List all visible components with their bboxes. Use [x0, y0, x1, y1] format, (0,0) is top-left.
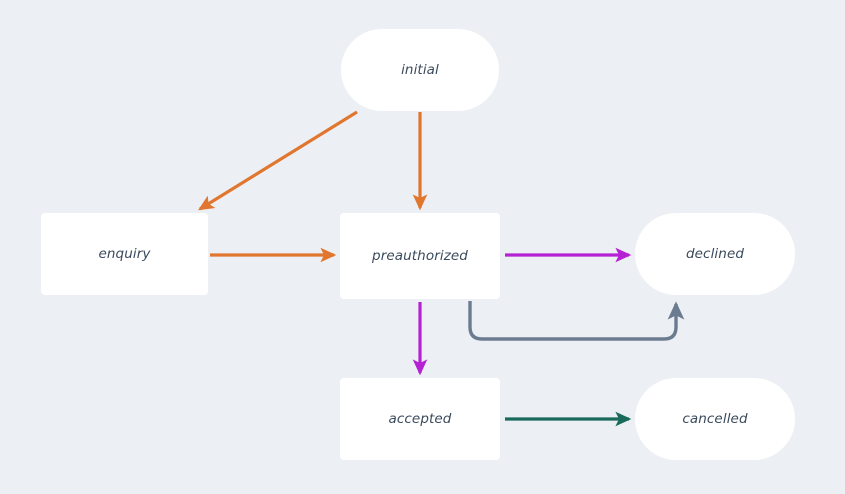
node-cancelled[interactable]: cancelled	[635, 378, 795, 460]
node-enquiry[interactable]: enquiry	[41, 213, 208, 295]
node-accepted[interactable]: accepted	[340, 378, 500, 460]
edge-preauthorized-to-declined-alt	[468, 301, 685, 341]
node-declined-label: declined	[685, 246, 745, 262]
node-accepted-label: accepted	[388, 411, 452, 427]
node-preauthorized[interactable]: preauthorized	[340, 213, 500, 299]
node-initial-label: initial	[401, 62, 439, 78]
node-preauthorized-label: preauthorized	[372, 248, 468, 264]
node-declined[interactable]: declined	[635, 213, 795, 295]
node-initial[interactable]: initial	[341, 29, 499, 111]
node-cancelled-label: cancelled	[682, 411, 748, 427]
edge-initial-to-enquiry	[198, 110, 358, 211]
node-enquiry-label: enquiry	[98, 246, 151, 262]
